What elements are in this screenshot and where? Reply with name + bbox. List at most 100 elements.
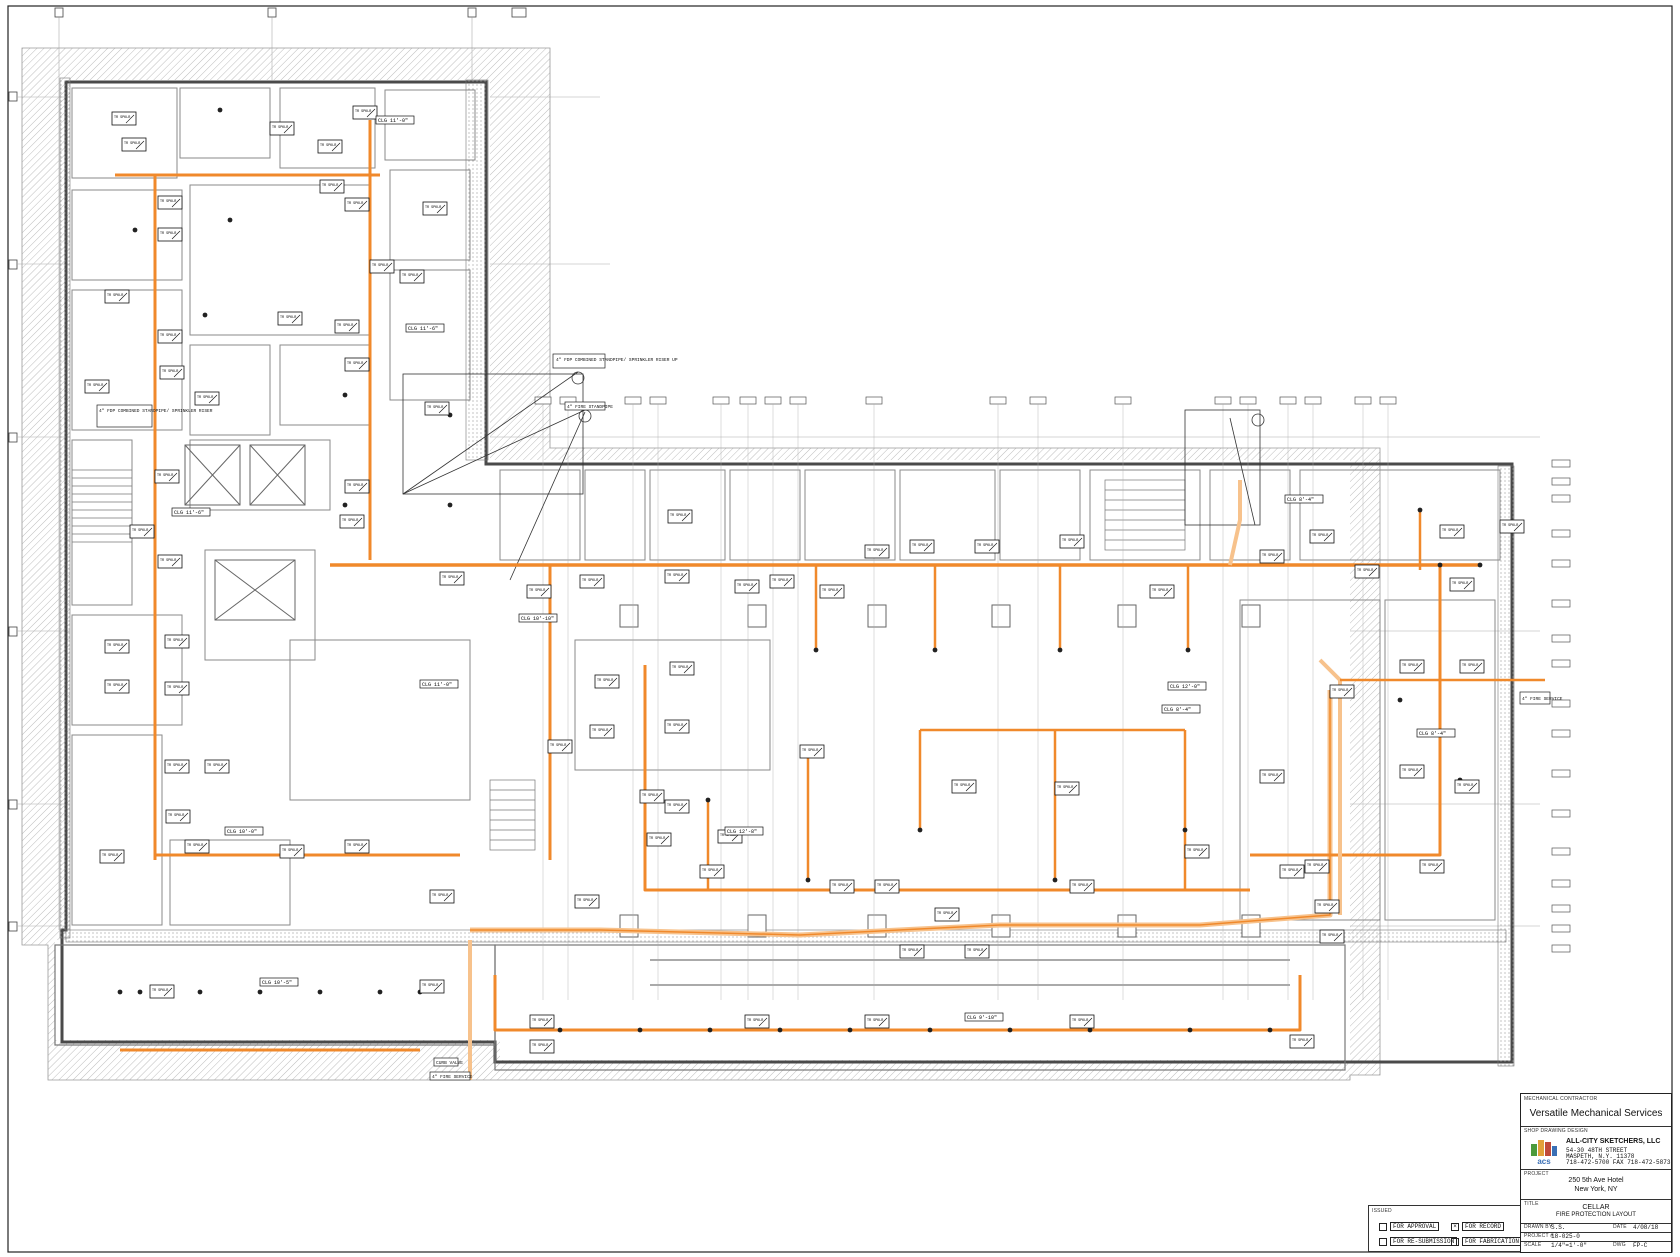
sprinkler-tag: TR SPKLR [334,319,360,334]
mech-contractor-name: Versatile Mechanical Services [1529,1108,1663,1119]
sprinkler-head [1182,827,1188,833]
note-riser-left: 4" FDP COMBINED STANDPIPE/ SPRINKLER RIS… [99,408,213,414]
sprinkler-head [1417,507,1423,513]
issued-option-approval[interactable]: FOR APPROVAL [1379,1222,1440,1231]
sprinkler-tag: TR SPKLR [344,839,370,854]
sheet-title-cell: TITLE CELLAR FIRE PROTECTION LAYOUT [1521,1199,1671,1224]
svg-text:TR SPKLR: TR SPKLR [167,764,183,768]
sprinkler-tag: TR SPKLR [269,121,295,136]
sprinkler-tag: TR SPKLR [951,779,977,794]
svg-text:TR SPKLR: TR SPKLR [342,519,358,523]
sprinkler-tag: TR SPKLR [399,269,425,284]
issued-caption: ISSUED [1372,1208,1392,1214]
issued-checkbox-fabrication[interactable] [1451,1237,1459,1246]
sprinkler-head [1477,562,1483,568]
dwg-caption: DWG [1613,1242,1626,1248]
svg-text:TR SPKLR: TR SPKLR [207,764,223,768]
sprinkler-tag: TR SPKLR [129,524,155,539]
issued-box: ISSUED FOR APPROVAL × FOR RECORD FOR RE-… [1368,1205,1523,1252]
svg-text:CLG 11'-6": CLG 11'-6" [174,510,204,516]
issued-checkbox-approval[interactable] [1379,1222,1387,1231]
sprinkler-tag: TR SPKLR [157,329,183,344]
sprinkler-tag: TR SPKLR [1439,524,1465,539]
ceiling-tag: CLG 8'-4" [1416,728,1456,738]
svg-text:TR SPKLR: TR SPKLR [642,794,658,798]
title-caption: TITLE [1524,1201,1539,1207]
svg-text:TR SPKLR: TR SPKLR [1357,569,1373,573]
drawn-by-row: DRAWN BY S.S. DATE 4/08/18 [1521,1223,1671,1233]
acs-logo-icon: acs [1531,1140,1557,1166]
svg-text:TR SPKLR: TR SPKLR [160,200,176,204]
svg-text:TR SPKLR: TR SPKLR [152,989,168,993]
sprinkler-head [317,989,323,995]
issued-option-fabrication[interactable]: FOR FABRICATION [1451,1237,1523,1246]
ceiling-tag: CLG 11'-6" [171,507,211,517]
sprinkler-tag: TR SPKLR [1499,519,1525,534]
sprinkler-tag: TR SPKLR [664,719,690,734]
sprinkler-head [1007,1027,1013,1033]
svg-text:TR SPKLR: TR SPKLR [737,584,753,588]
grid-bubbles-right-top [534,396,1397,405]
svg-text:CLG 10'-5": CLG 10'-5" [262,980,292,986]
svg-text:CLG 10'-0": CLG 10'-0" [227,829,257,835]
sprinkler-tag: TR SPKLR [194,391,220,406]
svg-text:TR SPKLR: TR SPKLR [347,202,363,206]
sprinkler-tag: TR SPKLR [1354,564,1380,579]
sprinkler-tag: TR SPKLR [547,739,573,754]
svg-text:CLG 12'-8": CLG 12'-8" [727,829,757,835]
dwg-value: FP-C [1633,1242,1648,1249]
ceiling-tag: CLG 9'-10" [964,1012,1004,1022]
svg-text:CLG 9'-10": CLG 9'-10" [967,1015,997,1021]
sprinkler-head [637,1027,643,1033]
svg-text:TR SPKLR: TR SPKLR [1072,1019,1088,1023]
project-name: 250 5th Ave Hotel [1568,1177,1624,1184]
svg-text:TR SPKLR: TR SPKLR [347,844,363,848]
sprinkler-tag: TR SPKLR [424,401,450,416]
sprinkler-tag: TR SPKLR [734,579,760,594]
shop-drawing-cell: SHOP DRAWING DESIGN acs ALL-CITY SKETCHE… [1521,1126,1671,1170]
ceiling-tag: CLG 8'-4" [1161,704,1201,714]
svg-text:TR SPKLR: TR SPKLR [347,362,363,366]
issued-checkbox-resubmission[interactable] [1379,1237,1387,1246]
sprinkler-head [342,502,348,508]
svg-text:TR SPKLR: TR SPKLR [772,579,788,583]
issued-option-resubmission[interactable]: FOR RE-SUBMISSION [1379,1237,1458,1246]
ceiling-tag: CLG 12'-8" [724,826,764,836]
mech-caption: MECHANICAL CONTRACTOR [1524,1096,1598,1102]
sprinkler-tag: TR SPKLR [1184,844,1210,859]
sprinkler-tag: TR SPKLR [1059,534,1085,549]
svg-text:TR SPKLR: TR SPKLR [347,484,363,488]
sprinkler-head [917,827,923,833]
company-address2: MASPETH, N.Y. 11378 [1566,1153,1635,1160]
sprinkler-tag: TR SPKLR [874,879,900,894]
note-riser-up: 4" FDP COMBINED STANDPIPE/ SPRINKLER RIS… [556,357,678,363]
svg-text:TR SPKLR: TR SPKLR [532,1019,548,1023]
svg-text:TR SPKLR: TR SPKLR [1332,689,1348,693]
sprinkler-tag: TR SPKLR [319,179,345,194]
sprinkler-tag: TR SPKLR [964,944,990,959]
sheet-border [7,5,1673,1253]
mech-contractor-cell: MECHANICAL CONTRACTOR Versatile Mechanic… [1521,1094,1671,1127]
svg-text:TR SPKLR: TR SPKLR [282,849,298,853]
ceiling-tag: CLG 8'-4" [1284,494,1324,504]
project-caption: PROJECT [1524,1171,1549,1177]
svg-text:CLG 11'-6": CLG 11'-6" [408,326,438,332]
grid-bubbles-left [8,91,18,932]
sprinkler-tag: TR SPKLR [864,1014,890,1029]
project-no-value: 18-025-0 [1551,1233,1580,1240]
issued-checkbox-record[interactable]: × [1451,1222,1459,1231]
sprinkler-tag: TR SPKLR [164,681,190,696]
sprinkler-head [1437,562,1443,568]
svg-text:TR SPKLR: TR SPKLR [577,899,593,903]
svg-text:TR SPKLR: TR SPKLR [168,814,184,818]
sprinkler-tag: TR SPKLR [344,197,370,212]
svg-text:TR SPKLR: TR SPKLR [107,684,123,688]
sprinkler-tag: TR SPKLR [669,661,695,676]
svg-text:TR SPKLR: TR SPKLR [1442,529,1458,533]
svg-text:TR SPKLR: TR SPKLR [649,837,665,841]
svg-text:TR SPKLR: TR SPKLR [670,514,686,518]
svg-text:TR SPKLR: TR SPKLR [747,1019,763,1023]
issued-option-record[interactable]: × FOR RECORD [1451,1222,1505,1231]
note-fire-service-right: 4" FIRE SERVICE [1522,696,1563,702]
svg-text:TR SPKLR: TR SPKLR [337,324,353,328]
